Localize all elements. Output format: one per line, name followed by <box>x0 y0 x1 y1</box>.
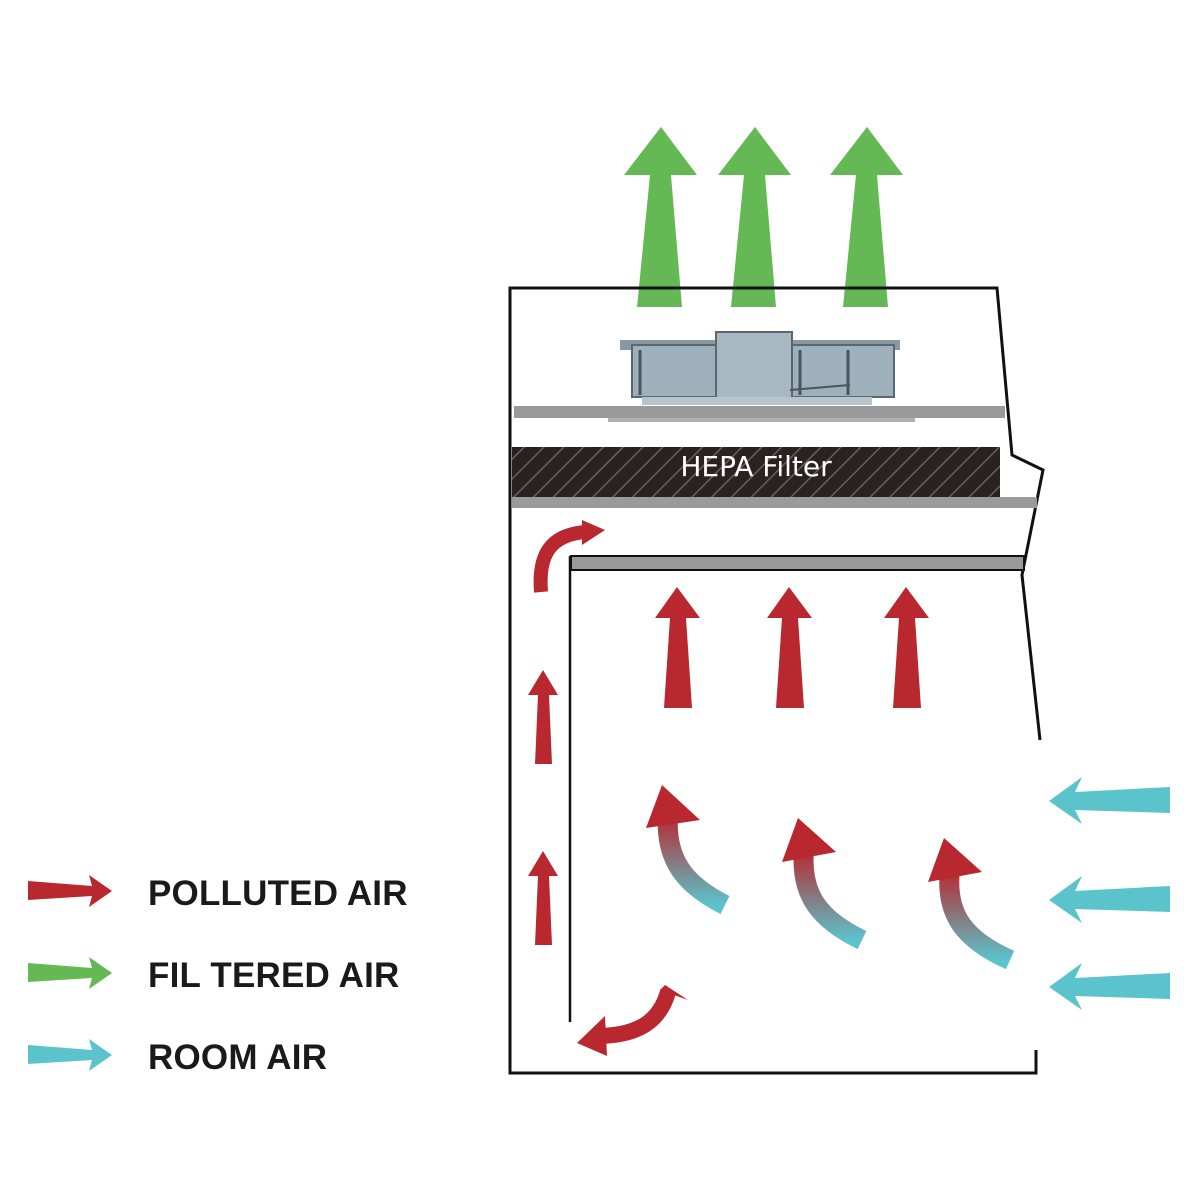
arrowhead <box>928 838 982 882</box>
cyan-left-arrow-icon <box>1049 777 1170 824</box>
gradient-curve-arrow-icon <box>939 868 1015 970</box>
green-up-arrow-icon <box>830 127 903 307</box>
cabinet-outline <box>508 286 1045 1075</box>
red-up-arrow-icon <box>767 587 812 708</box>
baffle-plate <box>570 555 1025 571</box>
fan-mount-plate <box>514 406 1005 418</box>
cyan-left-arrow-icon <box>1049 963 1170 1010</box>
arrowhead <box>782 818 836 862</box>
red-curve-down-arrow-icon <box>599 989 676 1044</box>
polluted-air-arrows <box>528 520 929 1056</box>
legend-label-filtered: FIL TERED AIR <box>148 956 400 995</box>
red-up-arrow-icon <box>655 587 700 708</box>
room-air-arrows <box>1049 777 1170 1010</box>
hepa-filter-label: HEPA Filter <box>680 450 832 483</box>
red-bend-arrow-icon <box>533 525 586 593</box>
filtered-air-arrows <box>624 127 903 307</box>
legend-icons <box>28 875 112 1071</box>
red-bend-arrowhead <box>582 520 605 545</box>
cyan-arrow-icon <box>28 1039 112 1071</box>
green-up-arrow-icon <box>718 127 791 307</box>
legend-label-room: ROOM AIR <box>148 1038 328 1077</box>
red-up-arrow-icon <box>528 670 558 764</box>
cyan-left-arrow-icon <box>1049 876 1170 923</box>
legend-label-polluted: POLLUTED AIR <box>148 874 408 913</box>
green-up-arrow-icon <box>624 127 697 307</box>
red-curve-arrowhead <box>577 1016 607 1056</box>
red-arrow-icon <box>28 875 112 907</box>
gradient-curve-arrow-icon <box>793 849 867 950</box>
green-arrow-icon <box>28 957 112 989</box>
gradient-curve-arrow-icon <box>657 814 730 914</box>
fan-mount-lower <box>608 418 915 422</box>
fan <box>620 331 900 405</box>
hepa-filter <box>512 447 1000 497</box>
red-up-arrow-icon <box>884 587 929 708</box>
red-up-arrow-icon <box>528 851 558 945</box>
red-curve-tail <box>660 985 688 1000</box>
hepa-base-plate <box>512 497 1037 508</box>
mixing-air-arrows <box>646 785 1015 970</box>
arrowhead <box>646 785 700 828</box>
